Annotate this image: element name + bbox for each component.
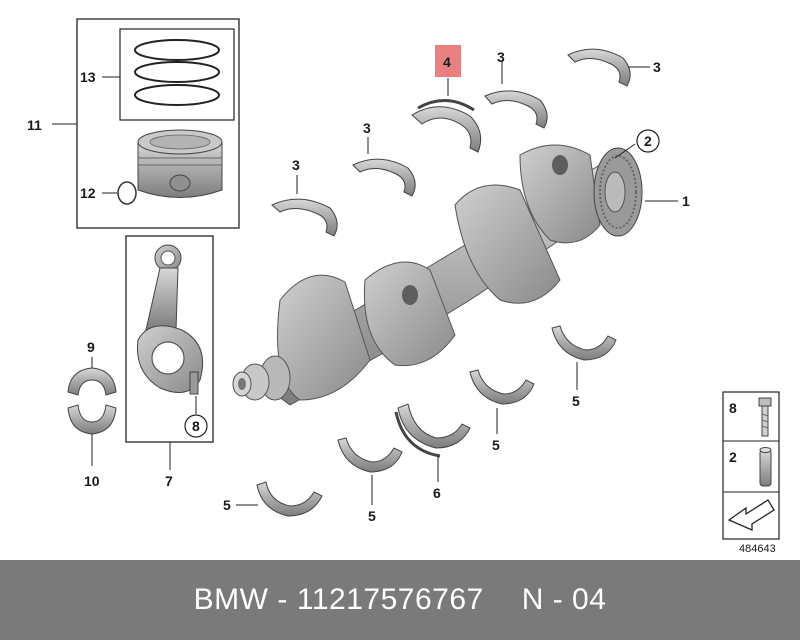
callout-3a: 3 (292, 157, 300, 173)
conrod-bearing-shells (67, 357, 117, 466)
callout-11: 11 (27, 117, 42, 133)
callout-2: 2 (644, 133, 652, 149)
lower-main-bearing-shells (256, 325, 617, 517)
piston (137, 129, 223, 198)
legend-label-2: 2 (729, 449, 737, 465)
piston-group (52, 18, 240, 229)
callout-3c: 3 (497, 49, 505, 65)
brand-separator: - (277, 583, 288, 616)
image-number: 484643 (739, 543, 776, 555)
upper-main-bearing-shells (271, 48, 631, 237)
callout-10: 10 (84, 473, 100, 489)
callout-7: 7 (165, 473, 173, 489)
crankshaft-nose (232, 355, 291, 401)
callout-1: 1 (682, 193, 690, 209)
piston-group-frame (76, 18, 240, 229)
circlip (117, 181, 137, 205)
legend-label-8: 8 (729, 400, 737, 416)
reference-label: N - 04 (521, 583, 607, 616)
callout-4-highlight (435, 45, 461, 77)
part-number: 11217576767 (296, 583, 484, 616)
crankshaft (232, 144, 643, 406)
callout-12: 12 (80, 185, 96, 201)
connecting-rod-group (125, 235, 214, 470)
callout-4: 4 (443, 54, 451, 70)
part-info-bar: BMW - 11217576767 N - 04 (0, 560, 800, 640)
direction-arrow-icon (727, 499, 775, 531)
callout-8: 8 (192, 418, 200, 434)
legend-box: 8 2 (722, 391, 780, 540)
callout-5c: 5 (492, 437, 500, 453)
piston-rings-frame (119, 28, 235, 121)
callout-13: 13 (80, 69, 96, 85)
piston-rings (134, 39, 220, 106)
callout-2-circle (636, 129, 660, 153)
exploded-parts-diagram: 1 2 3 3 3 3 4 5 5 5 5 5 6 7 8 9 10 11 12… (27, 18, 780, 555)
brand-label: BMW (193, 583, 269, 616)
callout-5a: 5 (223, 497, 231, 513)
upper-thrust-bearing (411, 78, 482, 153)
dowel-pin-icon (759, 447, 772, 487)
crankshaft-flange (593, 147, 643, 237)
bolt-icon (758, 397, 772, 437)
callout-5b: 5 (368, 508, 376, 524)
lower-thrust-bearing (394, 403, 471, 482)
callout-6: 6 (433, 485, 441, 501)
callout-3b: 3 (363, 120, 371, 136)
connecting-rod (136, 244, 204, 395)
callout-5d: 5 (572, 393, 580, 409)
callout-9: 9 (87, 339, 95, 355)
callout-3d: 3 (653, 59, 661, 75)
callout-8-circle (184, 414, 208, 438)
